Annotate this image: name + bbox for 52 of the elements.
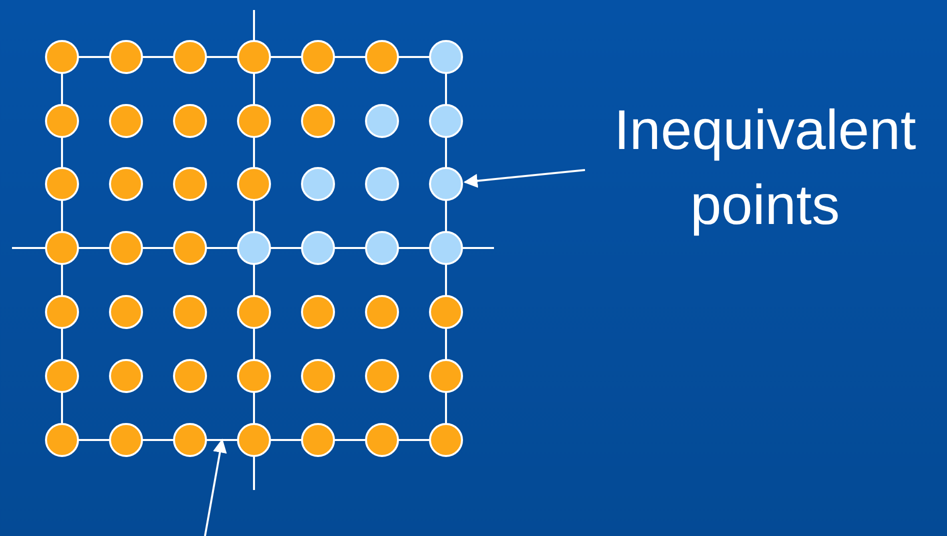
lattice-point — [365, 40, 399, 74]
label-text: Inequivalent points — [585, 92, 945, 242]
lattice-point — [109, 167, 143, 201]
lattice-point — [301, 231, 335, 265]
arrow — [464, 169, 586, 188]
lattice-point — [429, 295, 463, 329]
lattice-point — [173, 40, 207, 74]
lattice-point — [429, 231, 463, 265]
lattice-point — [237, 423, 271, 457]
lattice-point — [429, 167, 463, 201]
lattice-point — [429, 359, 463, 393]
lattice-point — [45, 359, 79, 393]
lattice-point — [237, 40, 271, 74]
lattice-point — [237, 359, 271, 393]
lattice-point — [109, 295, 143, 329]
lattice-point — [109, 231, 143, 265]
lattice-point — [109, 104, 143, 138]
lattice-point — [301, 295, 335, 329]
lattice-point — [173, 167, 207, 201]
lattice-point — [237, 295, 271, 329]
lattice-point — [429, 423, 463, 457]
lattice-point — [301, 167, 335, 201]
lattice-point — [109, 423, 143, 457]
lattice-point — [45, 40, 79, 74]
lattice-point — [173, 423, 207, 457]
arrow — [204, 438, 227, 536]
lattice-point — [237, 104, 271, 138]
lattice-point — [173, 104, 207, 138]
lattice-point — [365, 231, 399, 265]
lattice-point — [301, 40, 335, 74]
lattice-point — [301, 104, 335, 138]
lattice-point — [173, 231, 207, 265]
lattice-point — [45, 104, 79, 138]
lattice-point — [301, 423, 335, 457]
lattice-point — [237, 231, 271, 265]
lattice-point — [173, 295, 207, 329]
lattice-point — [45, 295, 79, 329]
lattice-point — [109, 359, 143, 393]
lattice-point — [109, 40, 143, 74]
lattice-point — [45, 423, 79, 457]
lattice-point — [365, 167, 399, 201]
lattice-point — [45, 167, 79, 201]
lattice-point — [301, 359, 335, 393]
lattice-point — [365, 295, 399, 329]
lattice-point — [429, 40, 463, 74]
lattice-point — [237, 167, 271, 201]
lattice-point — [365, 423, 399, 457]
lattice-point — [365, 359, 399, 393]
lattice-point — [365, 104, 399, 138]
lattice-point — [173, 359, 207, 393]
lattice-point — [429, 104, 463, 138]
lattice-point — [45, 231, 79, 265]
